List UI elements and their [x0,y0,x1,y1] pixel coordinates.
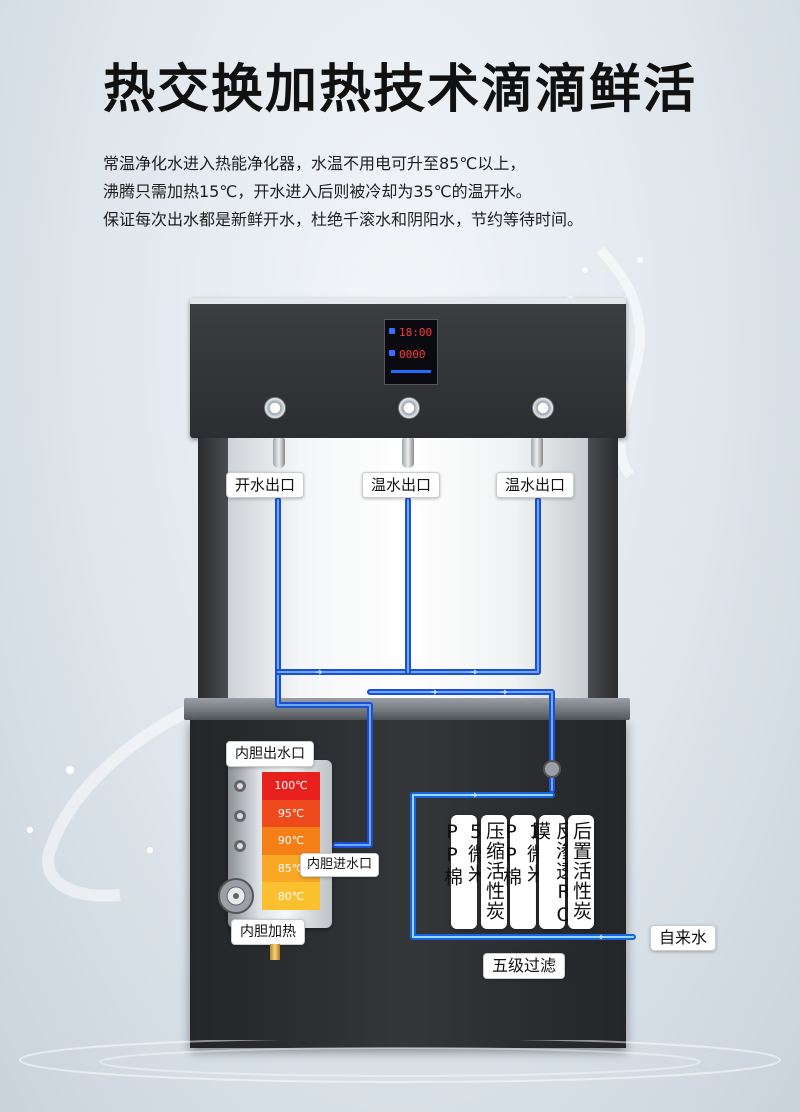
tank-fitting-icon [232,838,248,854]
temp-band-2: 95℃ [262,799,320,828]
display-bar [391,370,431,373]
frame-right [588,438,618,700]
filter-1: 5微米PP棉 [441,815,487,929]
temp-band-5: 80℃ [262,882,320,910]
svg-text:➜: ➜ [470,668,478,678]
heating-element-icon [216,876,256,916]
tap-warm-2[interactable] [531,438,543,468]
tank-outlet-label: 内胆出水口 [226,741,314,767]
outlet-label-warm-2: 温水出口 [496,472,575,498]
water-splash-left [27,704,193,902]
filter-2: 压缩活性炭 [481,815,507,929]
tap-boiling[interactable] [273,438,285,468]
description-line-3: 保证每次出水都是新鲜开水，杜绝千滚水和阴阳水，节约等待时间。 [103,210,584,229]
description-line-1: 常温净化水进入热能净化器，水温不用电可升至85℃以上， [103,154,526,173]
temp-band-1: 100℃ [262,772,320,800]
svg-text:➜: ➜ [500,688,508,698]
outlet-label-boiling: 开水出口 [226,472,305,498]
tank-fitting-icon [232,808,248,824]
temp-band-3: 90℃ [262,827,320,855]
display-indicator-icon [389,350,395,356]
svg-text:➜: ➜ [430,688,438,698]
display-indicator-icon [389,328,395,334]
frame-left [198,438,228,700]
headline: 热交换加热技术滴滴鲜活 [102,60,697,120]
svg-text:➜: ➜ [470,791,478,801]
filter-4: 反渗透RO膜 [529,815,575,929]
tank-drain-icon [270,944,280,960]
valve-knob-icon[interactable] [543,760,561,778]
display-row-1: 18:00 [399,326,433,339]
tank-fitting-icon [232,778,248,794]
tap-warm-1[interactable] [402,438,414,468]
display-row-2: 0000 [399,348,426,361]
tank-inlet-label: 内胆进水口 [300,853,380,877]
tap-water-label: 自来水 [650,925,717,951]
floor-ripple [19,1040,781,1083]
outlet-label-warm-1: 温水出口 [362,472,441,498]
filter-5: 后置活性炭 [568,815,594,929]
dispense-button-3[interactable] [532,397,554,419]
svg-text:➜: ➜ [315,668,323,678]
filter-group-label: 五级过滤 [483,953,566,979]
dispense-button-2[interactable] [398,397,420,419]
dispense-button-1[interactable] [264,397,286,419]
svg-text:➜: ➜ [598,931,606,941]
tank-heating-label: 内胆加热 [231,919,305,945]
description-line-2: 沸腾只需加热15℃，开水进入后则被冷却为35℃的温开水。 [103,182,532,201]
control-display[interactable]: 18:00 0000 [384,319,438,385]
